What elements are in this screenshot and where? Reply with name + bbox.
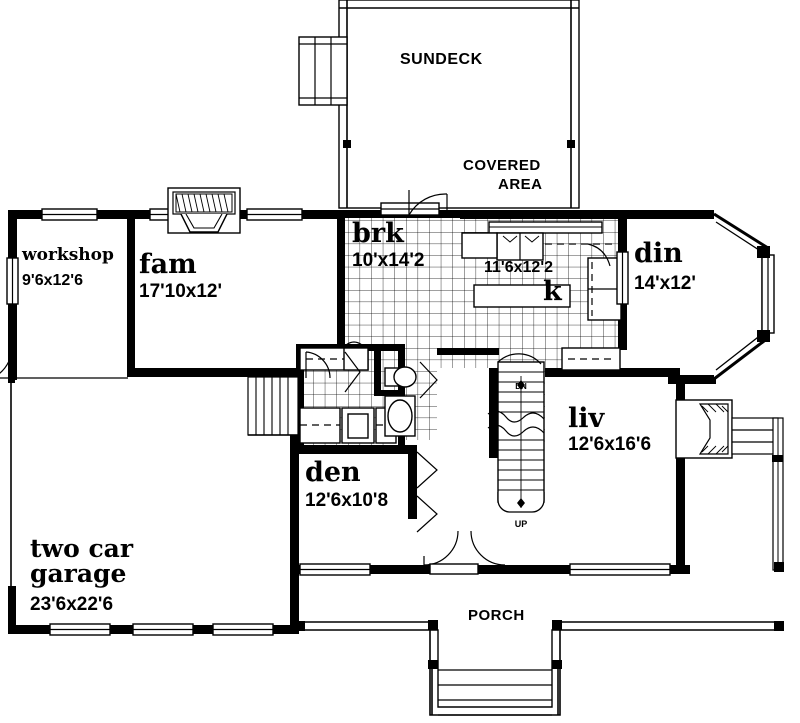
sundeck-area — [298, 0, 580, 209]
den-doors — [411, 451, 506, 575]
room-label-workshop: workshop — [21, 245, 114, 265]
exterior-labels: SUNDECK COVERED AREA PORCH — [400, 51, 543, 624]
dining-bay-window — [616, 212, 775, 381]
label-covered-area-line2: AREA — [498, 176, 543, 193]
fireplace-family — [167, 187, 241, 234]
room-label-liv: liv — [568, 403, 606, 434]
label-porch: PORCH — [468, 607, 525, 624]
room-label-brk: brk — [352, 218, 405, 249]
room-dim-liv: 12'6x16'6 — [568, 434, 651, 455]
staircase: DN UP — [487, 353, 545, 529]
bath-laundry-fixtures — [299, 341, 438, 444]
room-label-din: din — [634, 238, 683, 269]
workshop-door — [0, 342, 128, 379]
room-label-garage: two car — [30, 534, 134, 563]
room-labels: workshop 9'6x12'6 fam 17'10x12' brk 10'x… — [21, 218, 696, 615]
room-label-kitchen: k — [543, 276, 563, 307]
label-sundeck: SUNDECK — [400, 51, 483, 68]
room-dim-din: 14'x12' — [634, 273, 696, 294]
room-dim-kitchen: 11'6x12'2 — [484, 259, 553, 276]
label-covered-area: COVERED — [463, 157, 541, 174]
room-dim-workshop: 9'6x12'6 — [22, 272, 83, 289]
room-label-den: den — [305, 457, 361, 488]
breakfast-sliding-door — [380, 190, 448, 216]
windows — [6, 208, 303, 636]
porch-area — [295, 562, 784, 716]
room-dim-garage: 23'6x22'6 — [30, 594, 113, 615]
room-dim-den: 12'6x10'8 — [305, 490, 388, 511]
stair-up-label: UP — [515, 519, 528, 529]
room-label-fam: fam — [139, 249, 197, 280]
room-dim-fam: 17'10x12' — [139, 281, 222, 302]
fireplace-living — [675, 399, 784, 571]
room-label-garage-2: garage — [30, 559, 126, 588]
garage-entry-steps — [247, 376, 299, 436]
room-dim-brk: 10'x14'2 — [352, 250, 424, 271]
kitchen-fixtures — [461, 221, 622, 371]
stair-down-label: DN — [515, 382, 527, 391]
